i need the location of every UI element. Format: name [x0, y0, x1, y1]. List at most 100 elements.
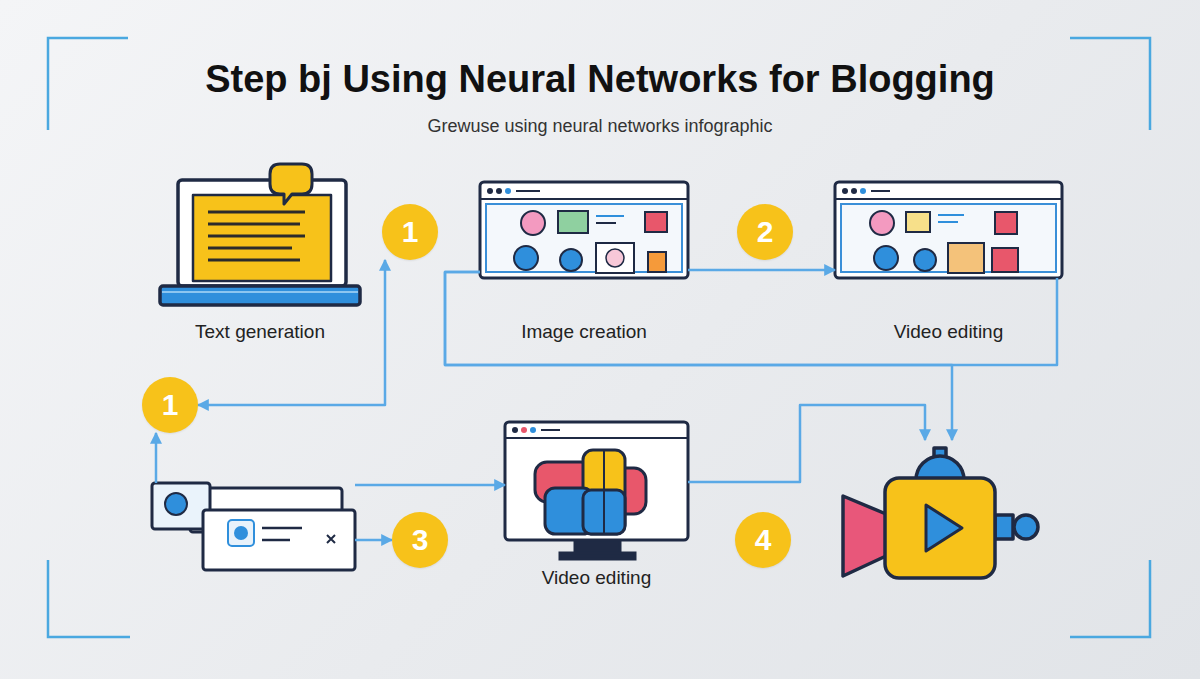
monitor-icon: [530, 427, 536, 433]
laptop-icon: [160, 164, 360, 305]
flow-arrow: [155, 433, 158, 483]
video-camera-icon: [995, 515, 1013, 539]
flow-arrow: [355, 539, 392, 542]
video-window: [995, 212, 1017, 234]
video-window: [835, 182, 1062, 278]
flow-arrow: [355, 484, 505, 487]
card-stack: [152, 483, 210, 529]
laptop-icon: [162, 291, 358, 293]
corner-frame: [1070, 560, 1150, 637]
card-stack: [327, 535, 335, 543]
monitor-icon: [512, 427, 518, 433]
step-number: 2: [737, 204, 793, 260]
image-window: [516, 190, 540, 192]
laptop-icon: [178, 180, 346, 286]
flow-arrow: [445, 272, 1057, 365]
step-number: 1: [142, 377, 198, 433]
image-window: [480, 182, 688, 278]
video-window: [871, 190, 890, 192]
corner-frame: [48, 38, 128, 130]
card-stack: [165, 493, 187, 515]
puzzle-blocks: [603, 450, 605, 534]
diagram-title: Step bj Using Neural Networks for Bloggi…: [0, 58, 1200, 101]
video-window: [841, 204, 1056, 272]
corner-frame: [48, 560, 130, 637]
image-window: [496, 188, 502, 194]
callout-number: 4: [755, 525, 772, 555]
diagram-subtitle: Grewuse using neural networks infographi…: [0, 116, 1200, 137]
video-window: [835, 182, 1062, 278]
text-lines: [208, 211, 305, 214]
image-window: [480, 198, 688, 200]
step-number: 3: [392, 512, 448, 568]
text-lines: [208, 235, 305, 238]
step-number: 1: [382, 204, 438, 260]
video-window: [938, 214, 964, 216]
video-camera-icon: [926, 505, 962, 551]
image-window: [514, 246, 538, 270]
flow-arrow: [445, 272, 952, 440]
callout-number: 2: [757, 217, 774, 247]
video-camera-icon: [843, 496, 886, 576]
video-window: [914, 249, 936, 271]
image-window: [486, 204, 682, 272]
text-lines: [208, 212, 305, 260]
video-camera-icon: [885, 478, 995, 578]
puzzle-blocks: [535, 450, 646, 534]
monitor-icon: [505, 422, 688, 540]
image-window: [560, 249, 582, 271]
node-label: Text generation: [120, 321, 400, 343]
video-window: [860, 188, 866, 194]
image-window: [521, 211, 545, 235]
card-stack: [152, 483, 355, 570]
video-window: [948, 243, 984, 273]
node-label: Video editing: [809, 321, 1089, 343]
callout-number: 1: [162, 390, 179, 420]
video-window: [835, 198, 1062, 200]
image-window: [596, 222, 616, 224]
browser-window-node: Video editing: [835, 182, 1062, 278]
image-window: [480, 182, 688, 278]
laptop-icon: [160, 286, 360, 305]
monitor-icon: [505, 437, 688, 439]
video-camera-icon: [1014, 515, 1038, 539]
monitor-node: Video editing: [505, 422, 688, 559]
monitor-icon: [541, 429, 560, 431]
flow-arrow: [688, 405, 925, 482]
callout-number: 1: [402, 217, 419, 247]
image-window: [596, 243, 634, 273]
image-window: [558, 211, 588, 233]
card-stack: [203, 510, 355, 570]
browser-window-node: Image creation: [480, 182, 688, 278]
card-stack-node: [150, 483, 355, 570]
text-lines: [208, 247, 292, 250]
video-camera-node: [840, 440, 1040, 580]
image-window: [645, 212, 667, 232]
image-window: [487, 188, 493, 194]
image-window: [596, 215, 624, 217]
monitor-icon: [505, 422, 688, 559]
step-number: 4: [735, 512, 791, 568]
card-stack: [228, 520, 254, 546]
speech-bubble: [270, 164, 312, 204]
callout-number: 3: [412, 525, 429, 555]
monitor-icon: [521, 427, 527, 433]
card-stack: [234, 526, 248, 540]
video-window: [906, 212, 930, 232]
puzzle-blocks: [583, 450, 625, 534]
video-window: [938, 221, 958, 223]
image-window: [505, 188, 511, 194]
laptop-node: Text generation: [160, 163, 360, 305]
video-window: [874, 246, 898, 270]
image-window: [648, 252, 666, 272]
video-camera-icon: [843, 448, 1038, 578]
video-window: [870, 211, 894, 235]
video-window: [851, 188, 857, 194]
node-label: Image creation: [444, 321, 724, 343]
video-window: [842, 188, 848, 194]
card-stack: [262, 527, 302, 530]
text-lines: [208, 259, 300, 262]
video-window: [992, 248, 1018, 272]
